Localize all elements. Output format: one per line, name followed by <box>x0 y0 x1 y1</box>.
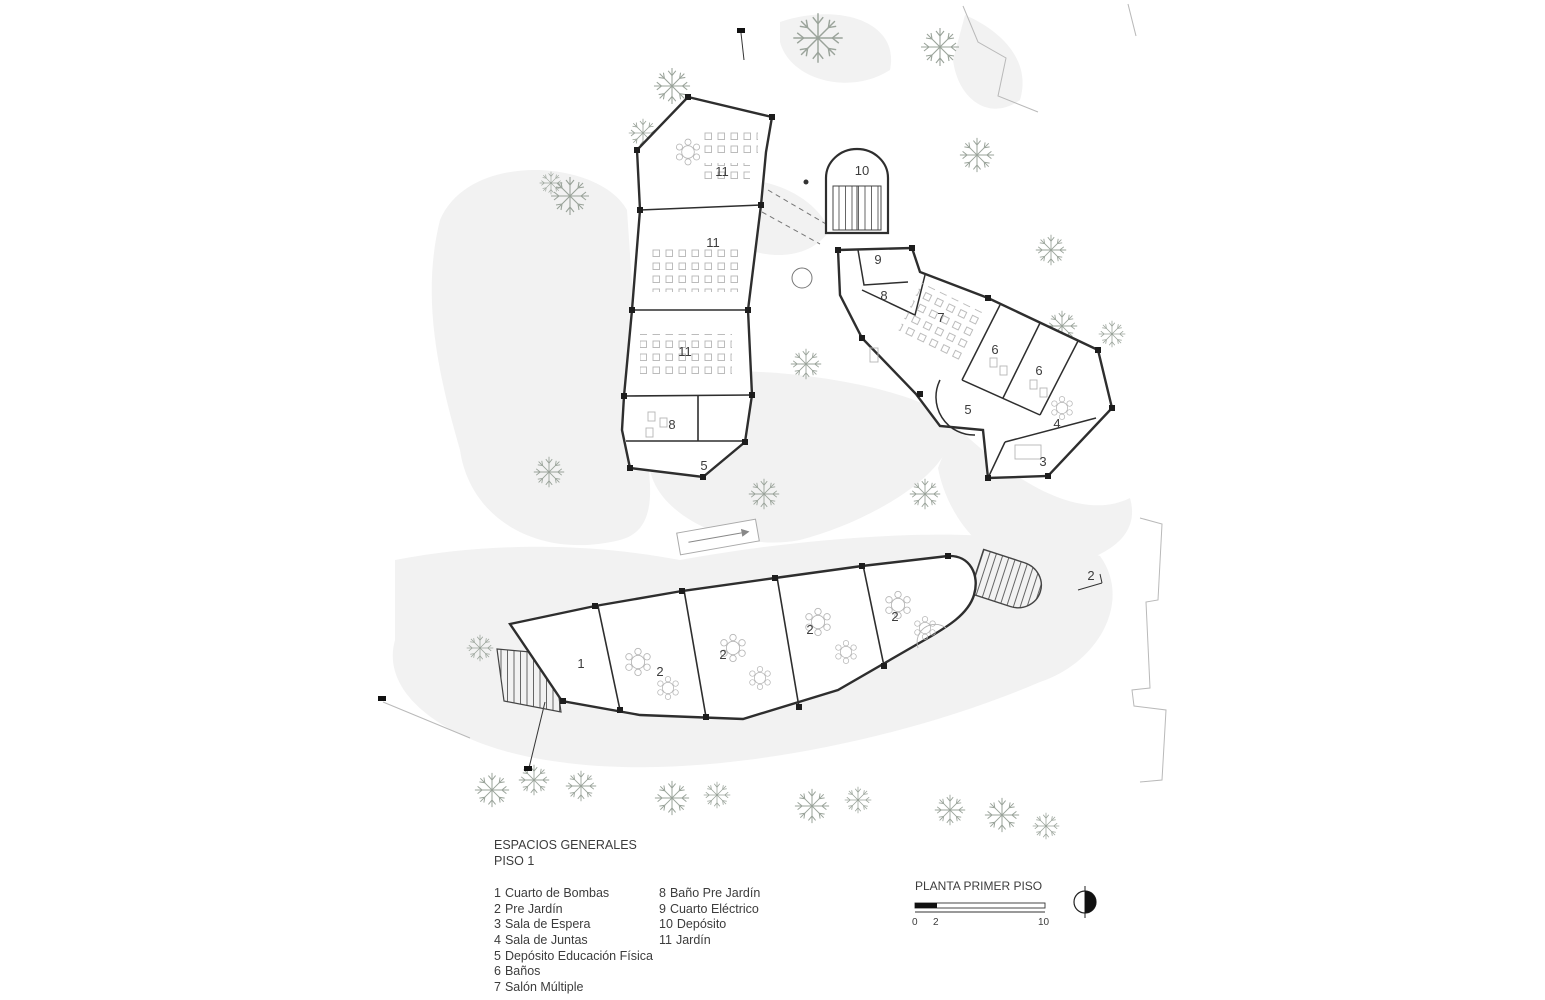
room-label-pre-jardin-d: 2 <box>891 609 898 624</box>
title-block: PLANTA PRIMER PISO 0 2 10 <box>912 879 1097 928</box>
room-label-cuarto-bombas: 1 <box>577 656 584 671</box>
legend-item-num: 10 <box>659 917 673 932</box>
room-label-pre-jardin-a: 2 <box>656 664 663 679</box>
room-label-pre-jardin-b: 2 <box>719 647 726 662</box>
scale-tick-0: 0 <box>912 917 918 928</box>
room-label-banos-b: 6 <box>1035 363 1042 378</box>
building-upper-wing <box>620 94 775 480</box>
columns-upper-wing <box>621 94 775 480</box>
room-labels: 11 10 11 9 8 7 6 6 11 5 4 8 3 5 1 2 2 2 … <box>577 163 1060 679</box>
columns-bottom-wing <box>560 553 951 720</box>
room-label-bano-pre-jardin-a: 8 <box>880 288 887 303</box>
legend-item-name: Sala de Espera <box>504 917 591 932</box>
legend-item-name: Baño Pre Jardín <box>669 886 761 901</box>
legend-item-name: Pre Jardín <box>504 901 563 916</box>
legend-subtitle: PISO 1 <box>494 853 535 868</box>
legend-item-name: Sala de Juntas <box>504 932 588 947</box>
circulation-layer <box>378 28 827 771</box>
survey-marker-bottom-left <box>378 696 546 771</box>
room-label-jardin-a: 11 <box>715 164 729 179</box>
building-bottom-wing <box>508 553 977 721</box>
room-label-deposito-ed-fisica: 5 <box>964 402 971 417</box>
room-label-deposito-b: 5 <box>700 458 707 473</box>
room-label-sala-juntas: 4 <box>1053 416 1060 431</box>
section-marker-label: 2 <box>1087 568 1094 583</box>
legend-item-name: Cuarto Eléctrico <box>669 901 759 916</box>
room-label-sala-espera: 3 <box>1039 454 1046 469</box>
legend-item-name: Jardín <box>675 932 711 947</box>
room-label-salon-multiple: 7 <box>937 310 944 325</box>
stair-tower-deposito <box>824 147 890 235</box>
scale-tick-2: 2 <box>933 917 939 928</box>
legend-item-name: Cuarto de Bombas <box>504 886 610 901</box>
legend-item-num: 4 <box>494 932 501 947</box>
room-label-pre-jardin-c: 2 <box>806 622 813 637</box>
legend-item-num: 2 <box>494 901 501 916</box>
legend-item-name: Depósito <box>676 917 727 932</box>
legend-item-num: 5 <box>494 948 501 963</box>
survey-marker-top <box>737 28 745 61</box>
legend-item-num: 8 <box>659 886 666 901</box>
room-label-cuarto-electrico: 9 <box>874 252 881 267</box>
room-label-jardin-b: 11 <box>706 235 720 250</box>
stair-right <box>968 548 1042 609</box>
section-marker: 2 <box>1077 568 1103 591</box>
room-label-deposito: 10 <box>855 163 869 178</box>
site-boundary-lines <box>382 3 1167 783</box>
walkway-arrow-icon <box>740 528 750 537</box>
plan-title: PLANTA PRIMER PISO <box>915 879 1042 893</box>
north-arrow-icon <box>1073 886 1097 918</box>
legend-item-name: Salón Múltiple <box>504 979 584 994</box>
legend-item-name: Baños <box>504 964 541 979</box>
building-right-wing <box>835 245 1115 481</box>
legend-item-num: 9 <box>659 901 666 916</box>
room-label-jardin-c: 11 <box>678 344 692 359</box>
legend-item-num: 11 <box>659 932 672 947</box>
legend-item-num: 1 <box>494 886 501 901</box>
columns-right-wing <box>835 245 1115 481</box>
legend-item-name: Depósito Educación Física <box>504 948 653 963</box>
room-label-bano-pre-jardin-b: 8 <box>668 417 675 432</box>
legend-item-num: 7 <box>494 979 501 994</box>
legend-title: ESPACIOS GENERALES <box>494 838 637 852</box>
room-label-banos-a: 6 <box>991 342 998 357</box>
scale-tick-10: 10 <box>1038 917 1050 928</box>
courtyard-column-circle <box>791 267 813 289</box>
legend-item-num: 3 <box>494 917 501 932</box>
legend-item-num: 6 <box>494 964 501 979</box>
